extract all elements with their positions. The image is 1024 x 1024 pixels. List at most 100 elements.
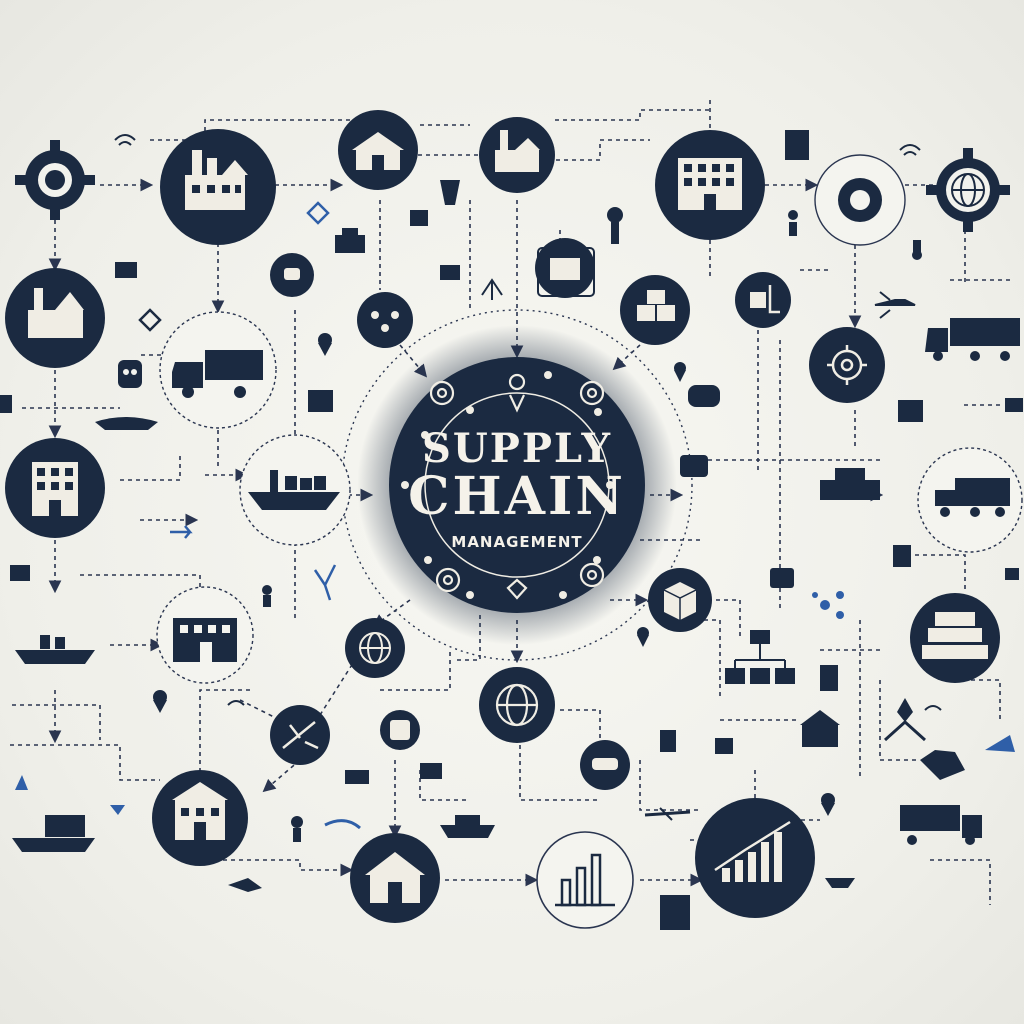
- package-icon: [663, 582, 697, 620]
- bar-chart-icon: [555, 853, 615, 907]
- node-warehouse-bottom-left: [152, 770, 248, 866]
- forklift-icon: [750, 285, 780, 314]
- hub-gear-icons: [429, 380, 605, 593]
- hub-disc: [389, 357, 645, 613]
- network-icon: [371, 311, 399, 332]
- containers-icon: [922, 612, 988, 659]
- warehouse-icon: [800, 710, 840, 747]
- calendar-icon: [390, 720, 410, 740]
- gear-icon: [827, 345, 867, 385]
- org-chart-icon: [725, 630, 795, 684]
- handshake-icon: [592, 758, 618, 770]
- hub-ring-nodes: [401, 371, 614, 599]
- airplane-icon: [644, 807, 691, 821]
- airplane-icon: [874, 291, 916, 319]
- cargo-ship-icon: [15, 635, 95, 664]
- airplane-icon: [282, 721, 319, 750]
- office-building-icon: [678, 158, 742, 210]
- document-icon: [0, 210, 911, 754]
- node-delivery-truck: [159, 311, 277, 429]
- map-pin-icon: [674, 362, 686, 382]
- node-forklift-right: [735, 272, 791, 328]
- node-gear-network: [809, 327, 885, 403]
- title-line-2: CHAIN: [408, 466, 626, 527]
- warehouse-icon: [352, 132, 404, 170]
- shipping-pallet-icon: [820, 468, 880, 500]
- location-marker-icon: [262, 210, 798, 842]
- node-factory-left: [5, 268, 105, 368]
- package-icon: [537, 130, 809, 930]
- growth-chart-icon: [714, 820, 791, 882]
- node-semi-truck: [917, 447, 1023, 553]
- semi-truck-icon: [935, 478, 1010, 517]
- diamond-icon: [506, 578, 528, 600]
- globe-icon: [359, 632, 391, 664]
- title-line-1: SUPPLY: [422, 425, 612, 472]
- delivery-truck-icon: [925, 318, 1020, 361]
- node-bar-chart: [536, 831, 634, 929]
- ship-icon: [248, 470, 340, 510]
- bird-icon: [228, 819, 361, 892]
- node-warehouse-bottom: [350, 833, 440, 923]
- node-stacked-containers: [910, 593, 1000, 683]
- boxes-icon: [637, 290, 675, 321]
- node-handshake: [580, 740, 630, 790]
- warehouse-icon: [550, 258, 580, 280]
- central-hub: SUPPLY CHAIN MANAGEMENT: [357, 325, 677, 645]
- node-warehouse-small-center-left: [357, 292, 413, 348]
- node-office-building-top-right: [655, 130, 765, 240]
- node-factory-top: [479, 117, 555, 193]
- blue-diamond-icon: [138, 201, 330, 332]
- storefront-icon: [115, 228, 460, 280]
- drone-icon: [284, 268, 300, 280]
- node-warehouse-top: [338, 110, 418, 190]
- node-globe-network: [345, 618, 405, 678]
- scale-icon: [345, 763, 442, 784]
- map-icon: [10, 398, 1023, 581]
- trophy-icon: [440, 180, 460, 205]
- boat-icon: [95, 417, 158, 430]
- gear-icon: [838, 178, 882, 222]
- building-icon: [173, 618, 237, 662]
- arrow-up-icon: [481, 278, 503, 300]
- node-dashboard-small: [380, 710, 420, 750]
- node-factory-top-left: [160, 129, 276, 245]
- globe-icon: [926, 148, 1010, 232]
- wifi-icon: [114, 134, 942, 711]
- cargo-ship-icon: [12, 815, 95, 852]
- anchor-icon: [883, 698, 927, 742]
- factory-icon: [495, 130, 540, 172]
- factory-icon: [185, 150, 248, 210]
- chat-bubble-icon: [680, 455, 794, 588]
- map-pin-icon: [821, 793, 835, 816]
- blue-arrow-icon: [15, 525, 1015, 815]
- robot-icon: [118, 360, 142, 388]
- node-apartment-left: [5, 438, 105, 538]
- building-icon: [172, 782, 228, 840]
- location-pin-icon: [508, 373, 526, 413]
- cargo-crane-icon: [313, 564, 337, 601]
- handshake-icon: [920, 750, 965, 780]
- signal-icon: [688, 385, 720, 407]
- node-warehouse-small-center: [535, 238, 595, 298]
- connection-dots-icon: [812, 591, 844, 619]
- factory-icon: [28, 288, 84, 338]
- node-world-hub: [479, 667, 555, 743]
- node-boxes-center-right: [620, 275, 690, 345]
- delivery-truck-icon: [900, 805, 982, 845]
- node-growth-chart: [695, 798, 815, 918]
- node-gear-right-outline: [814, 154, 906, 246]
- building-icon: [32, 462, 78, 516]
- hub-orbit-ring: [341, 309, 693, 661]
- map-pin-icon: [637, 627, 649, 647]
- globe-icon: [495, 683, 539, 727]
- node-airplane: [270, 705, 330, 765]
- title-line-3: MANAGEMENT: [451, 533, 582, 551]
- node-drone-small: [270, 253, 314, 297]
- map-pin-icon: [153, 690, 167, 713]
- truck-icon: [172, 350, 263, 398]
- gear-icon: [15, 140, 95, 220]
- warehouse-icon: [365, 852, 425, 903]
- ship-small-icon: [440, 815, 855, 888]
